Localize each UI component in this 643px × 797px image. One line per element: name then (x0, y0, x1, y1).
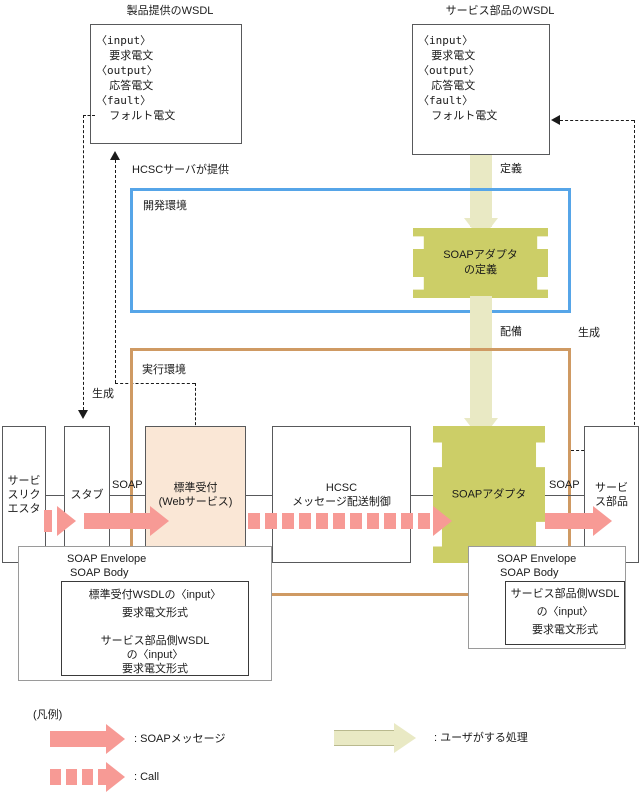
wsdl-left-body: 〈input〉 要求電文 〈output〉 応答電文 〈fault〉 フォルト電… (96, 34, 176, 122)
generate-left-label: 生成 (92, 388, 114, 400)
note-right-header-line2: SOAP Body (497, 567, 559, 579)
soap-label-left: SOAP (112, 479, 143, 491)
note-right-inner-line2: の〈input〉 (536, 606, 594, 618)
box-service-requester: サービ スリク エスタ (2, 426, 46, 563)
legend-soap-label: : SOAPメッセージ (134, 733, 226, 745)
soap-adapter-definition-box: SOAPアダプタ の定義 (413, 228, 548, 298)
box-hcsc-delivery: HCSC メッセージ配送制御 (272, 426, 411, 563)
note-right-inner: サービス部品側WSDL の〈input〉 要求電文形式 (505, 581, 625, 645)
note-right-header-line1: SOAP Envelope (497, 553, 577, 565)
box-service-requester-label: サービ スリク エスタ (7, 474, 41, 515)
wsdl-left-box: 〈input〉 要求電文 〈output〉 応答電文 〈fault〉 フォルト電… (90, 24, 242, 144)
box-service-component-label: サービ ス部品 (595, 481, 628, 508)
call-arrow-dash-2 (265, 513, 277, 529)
soap-arrow-2-shaft (84, 513, 151, 529)
run-environment-frame (130, 348, 571, 596)
soap-arrow-1-dash (44, 510, 52, 532)
call-arrow-dash-1 (248, 513, 260, 529)
generate-right-hline (560, 120, 634, 121)
note-left-inner-line1: 標準受付WSDLの〈input〉 (88, 589, 222, 601)
deploy-arrow-shaft (470, 296, 492, 426)
call-arrow-dash-7 (350, 513, 362, 529)
call-arrow-dash-8 (367, 513, 379, 529)
legend-call-arrow-head (106, 762, 125, 792)
connector-stub-reception (110, 495, 145, 496)
generate-right-vline (634, 120, 635, 450)
connector-adapter-component (545, 495, 584, 496)
box-stub-label: スタブ (70, 488, 104, 501)
soap-arrow-2-head (150, 506, 169, 536)
define-label: 定義 (500, 163, 522, 175)
note-left-header-line1: SOAP Envelope (67, 553, 147, 565)
soap-arrow-1-head (57, 506, 76, 536)
legend-soap-arrow-shaft (50, 731, 107, 747)
dev-environment-frame (130, 188, 571, 313)
box-soap-adapter-label: SOAPアダプタ (451, 488, 527, 500)
call-arrow-dash-6 (333, 513, 345, 529)
generate-left-outer-vline (83, 115, 84, 410)
hcsc-provides-label: HCSCサーバが提供 (132, 164, 230, 176)
hcsc-provides-arrowhead (110, 151, 120, 160)
call-arrow-dash-10 (401, 513, 413, 529)
note-left-inner: 標準受付WSDLの〈input〉 要求電文形式 サービス部品側WSDL の〈in… (61, 581, 249, 676)
connector-hcsc-adapter (411, 495, 433, 496)
dev-environment-label: 開発環境 (143, 200, 187, 212)
connector-reception-hcsc (246, 495, 272, 496)
box-stub: スタブ (64, 426, 110, 563)
soap-adapter-definition-label: SOAPアダプタ の定義 (443, 249, 518, 276)
legend-user-arrow-head (394, 723, 416, 753)
legend-soap-arrow-head (106, 724, 125, 754)
note-left-header-line2: SOAP Body (67, 567, 129, 579)
box-standard-reception-label: 標準受付 (Webサービス) (158, 481, 233, 508)
note-right-inner-line1: サービス部品側WSDL (510, 588, 620, 600)
legend-call-label: : Call (134, 771, 160, 783)
note-left-inner-line2: 要求電文形式 (122, 607, 188, 619)
note-left-inner-line4: の〈input〉 (126, 649, 184, 661)
legend-user-arrow-shaft (334, 730, 395, 746)
wsdl-right-title: サービス部品のWSDL (445, 5, 555, 17)
note-right-fold-cut (469, 621, 496, 648)
wsdl-right-box: 〈input〉 要求電文 〈output〉 応答電文 〈fault〉 フォルト電… (412, 24, 550, 155)
box-standard-reception: 標準受付 (Webサービス) (145, 426, 246, 563)
wsdl-left-title: 製品提供のWSDL (126, 5, 214, 17)
legend-title: (凡例) (33, 709, 63, 721)
generate-left-arrowhead (78, 410, 88, 419)
box-service-component: サービ ス部品 (584, 426, 639, 563)
note-left-inner-line3: サービス部品側WSDL (100, 635, 210, 647)
soap-arrow-3-shaft (545, 513, 595, 529)
wsdl-right-body: 〈input〉 要求電文 〈output〉 応答電文 〈fault〉 フォルト電… (418, 34, 498, 122)
note-left-inner-line5: 要求電文形式 (122, 663, 188, 675)
define-arrow-shaft (470, 155, 492, 227)
call-arrow-dash-11 (418, 513, 430, 529)
legend-call-dash-1 (50, 769, 61, 785)
generate-right-label: 生成 (578, 327, 600, 339)
connector-requester-stub (46, 495, 64, 496)
soap-label-right: SOAP (549, 479, 580, 491)
legend-call-dash-2 (66, 769, 77, 785)
call-arrow-dash-3 (282, 513, 294, 529)
call-arrow-dash-5 (316, 513, 328, 529)
std-reception-vline (195, 383, 196, 430)
legend-call-dash-3 (82, 769, 93, 785)
soap-arrow-3-head (593, 506, 612, 536)
generate-left-outer-hline-top (83, 115, 95, 116)
legend-call-dash-4 (98, 769, 108, 785)
generate-right-arrowhead (551, 115, 560, 125)
hcsc-provides-vline (115, 160, 116, 383)
box-hcsc-delivery-label: HCSC メッセージ配送制御 (292, 481, 391, 508)
call-arrow-head (433, 506, 452, 536)
run-environment-label: 実行環境 (142, 364, 186, 376)
note-left: SOAP Envelope SOAP Body 標準受付WSDLの〈input〉… (18, 546, 272, 681)
note-right-inner-line3: 要求電文形式 (532, 624, 598, 636)
hcsc-provides-hline (115, 383, 195, 384)
call-arrow-dash-9 (384, 513, 396, 529)
legend-user-label: : ユーザがする処理 (434, 732, 528, 744)
deploy-label: 配備 (500, 326, 522, 338)
note-left-fold-cut (19, 653, 46, 680)
note-right: SOAP Envelope SOAP Body サービス部品側WSDL の〈in… (468, 546, 626, 649)
call-arrow-dash-4 (299, 513, 311, 529)
box-soap-adapter: SOAPアダプタ (433, 426, 545, 563)
